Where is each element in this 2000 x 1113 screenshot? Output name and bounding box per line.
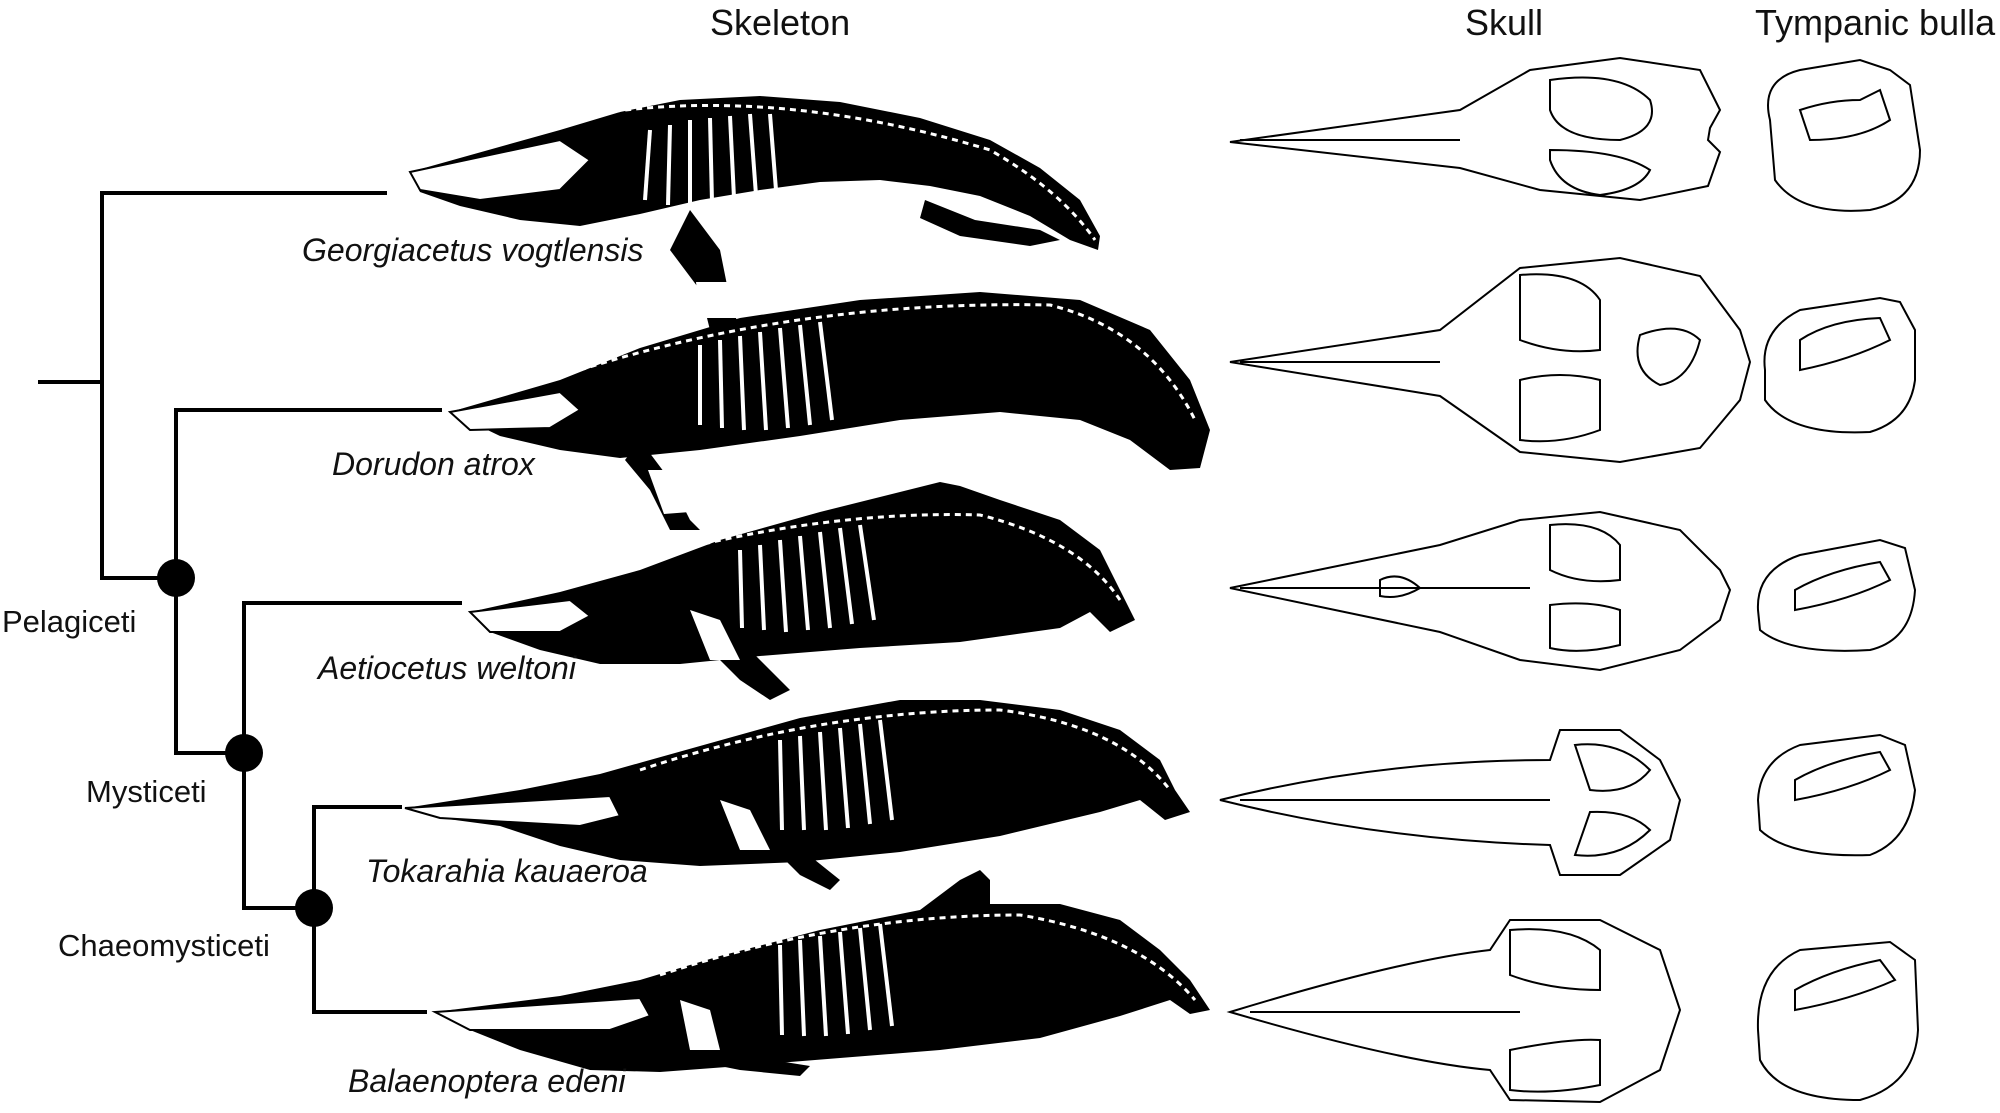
skeleton-balaenoptera	[431, 870, 1210, 1076]
skull-aetiocetus	[1229, 510, 1732, 672]
skull-georgiacetus	[1229, 56, 1722, 202]
bulla-balaenoptera	[1756, 940, 1920, 1102]
bulla-dorudon	[1763, 296, 1916, 434]
taxon-label-tokarahia: Tokarahia kauaeroa	[366, 853, 648, 889]
skeleton-tokarahia	[404, 700, 1190, 890]
node-pelagiceti	[157, 559, 195, 597]
clade-label-chaeomysticeti: Chaeomysticeti	[58, 928, 270, 963]
node-chaeomysticeti	[295, 889, 333, 927]
taxon-label-georgiacetus: Georgiacetus vogtlensis	[302, 232, 644, 268]
taxon-label-aetiocetus: Aetiocetus weltoni	[318, 650, 576, 686]
header-skull: Skull	[1465, 2, 1544, 43]
bulla-aetiocetus	[1756, 538, 1917, 652]
skeleton-dorudon	[447, 292, 1210, 530]
skeleton-aetiocetus	[467, 482, 1135, 700]
clade-label-mysticeti: Mysticeti	[86, 774, 207, 809]
skull-balaenoptera	[1226, 919, 1682, 1104]
clade-label-pelagiceti: Pelagiceti	[2, 604, 137, 639]
taxon-label-balaenoptera: Balaenoptera edeni	[348, 1063, 626, 1099]
header-tympanic-bulla: Tympanic bulla	[1755, 2, 1996, 43]
node-mysticeti	[225, 734, 263, 772]
bulla-georgiacetus	[1767, 58, 1922, 212]
bulla-tokarahia	[1756, 733, 1917, 857]
header-skeleton: Skeleton	[710, 2, 851, 43]
skeleton-georgiacetus	[408, 96, 1100, 330]
skull-dorudon	[1229, 256, 1752, 464]
skull-tokarahia	[1219, 729, 1682, 876]
taxon-label-dorudon: Dorudon atrox	[332, 446, 535, 482]
